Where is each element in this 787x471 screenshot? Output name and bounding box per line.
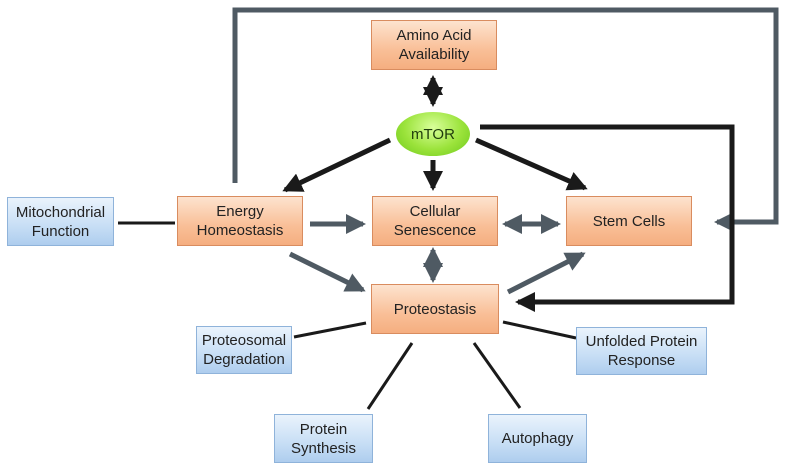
feedback-loop-energy-to-stem-cells — [232, 7, 779, 232]
node-synthesis-label: Protein Synthesis — [290, 420, 357, 457]
node-unfolded-label: Unfolded Protein Response — [585, 333, 698, 369]
node-stem-cells: Stem Cells — [566, 196, 692, 246]
node-mitochondrial-function: Mitochondrial Function — [7, 197, 114, 246]
arrow-proteostasis-stem-cells — [506, 251, 586, 295]
line-proteostasis-autophagy — [472, 342, 522, 409]
node-proteosomal-degradation: Proteosomal Degradation — [196, 326, 292, 374]
node-proteosomal-label: Proteosomal Degradation — [201, 332, 287, 368]
arrow-mtor-energy — [282, 137, 392, 193]
node-proteostasis: Proteostasis — [371, 284, 499, 334]
node-energy-homeostasis: Energy Homeostasis — [177, 196, 303, 246]
node-stem-cells-label: Stem Cells — [592, 212, 666, 230]
node-mitochondrial-label: Mitochondrial Function — [15, 203, 106, 240]
line-proteostasis-synthesis — [366, 342, 414, 410]
node-mtor: mTOR — [396, 112, 470, 156]
arrow-mtor-stem-cells — [474, 137, 588, 191]
node-autophagy: Autophagy — [488, 414, 587, 463]
node-amino-acid-availability: Amino Acid Availability — [371, 20, 497, 70]
node-autophagy-label: Autophagy — [501, 430, 574, 447]
node-cellular-senescence: Cellular Senescence — [372, 196, 498, 246]
node-protein-synthesis: Protein Synthesis — [274, 414, 373, 463]
node-proteostasis-label: Proteostasis — [393, 300, 477, 318]
loop-mtor-to-proteostasis — [480, 124, 735, 312]
line-proteostasis-proteosomal — [293, 321, 367, 339]
line-proteostasis-unfolded — [502, 320, 577, 340]
node-mtor-label: mTOR — [411, 125, 455, 143]
node-energy-label: Energy Homeostasis — [196, 203, 284, 239]
node-unfolded-protein-response: Unfolded Protein Response — [576, 327, 707, 375]
arrow-energy-proteostasis — [288, 251, 366, 293]
node-senescence-label: Cellular Senescence — [393, 203, 477, 239]
node-amino-acid-label: Amino Acid Availability — [396, 27, 472, 63]
